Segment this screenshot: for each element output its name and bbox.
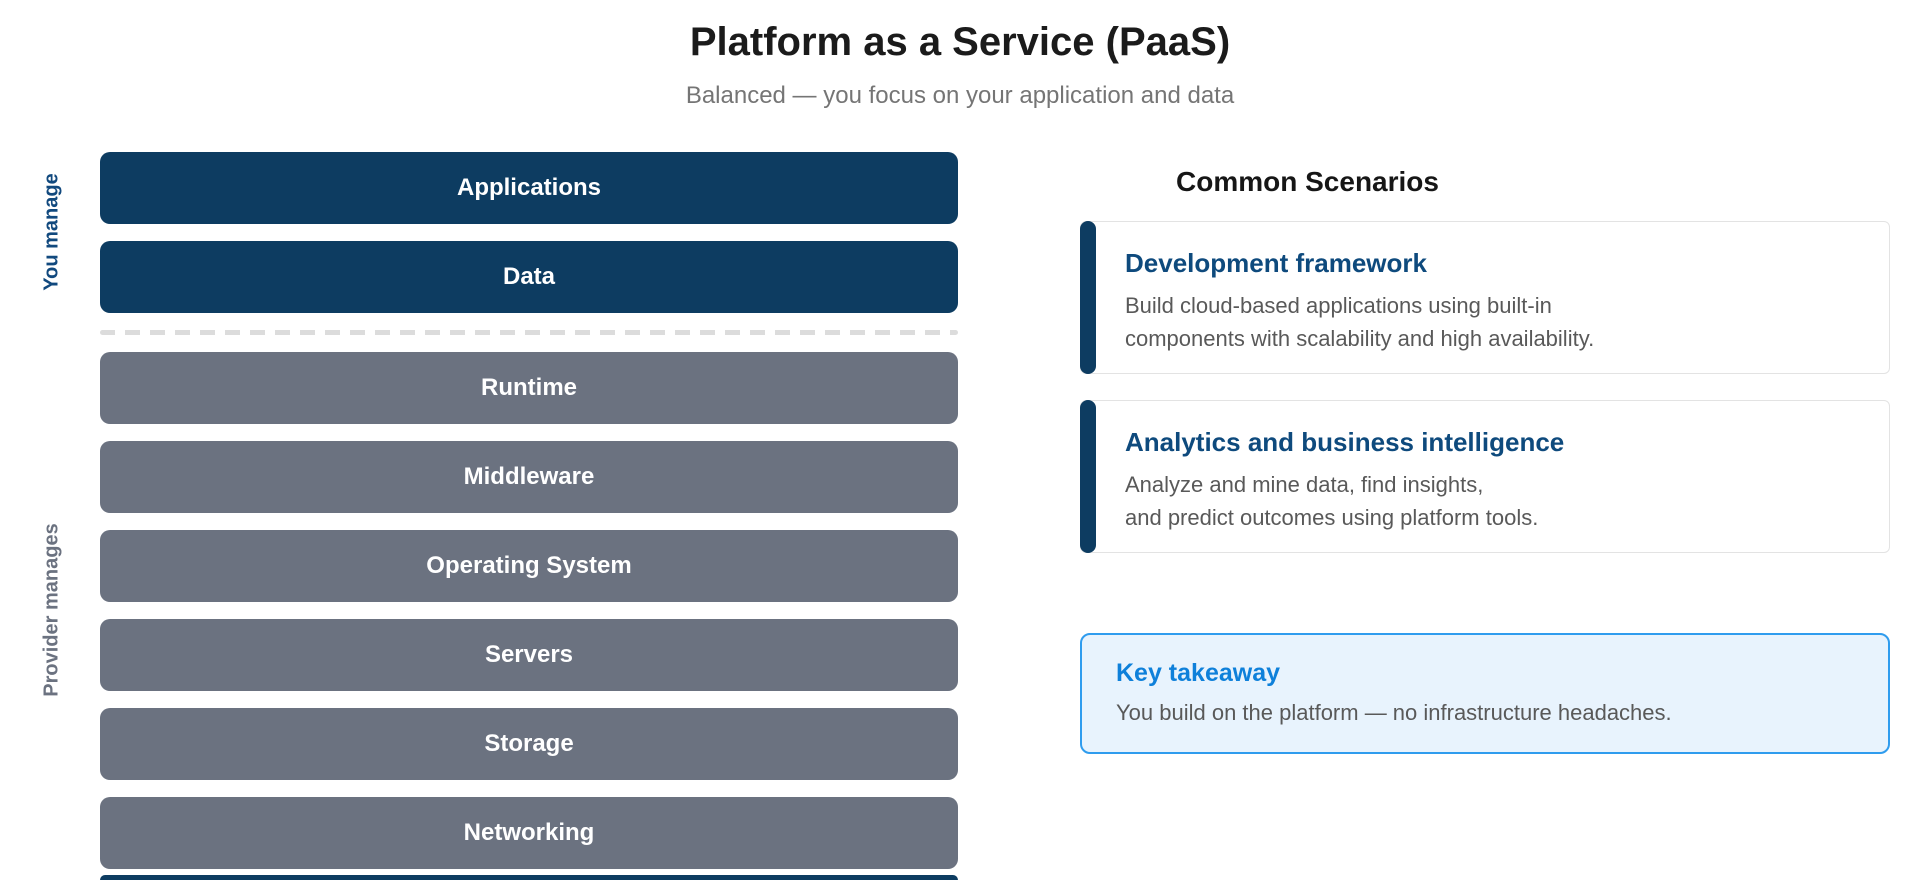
common-scenarios-heading: Common Scenarios: [1176, 166, 1439, 197]
stack-layer-storage: Storage: [100, 708, 958, 780]
scenario-card-analytics-bi: Analytics and business intelligence Anal…: [1080, 400, 1890, 553]
stack-layer-networking: Networking: [100, 797, 958, 869]
stack-layer-data: Data: [100, 241, 958, 313]
stack-layer-servers: Servers: [100, 619, 958, 691]
paas-stack: Applications Data Runtime Middleware Ope…: [100, 152, 958, 880]
key-takeaway-title: Key takeaway: [1116, 659, 1281, 687]
stack-layer-runtime: Runtime: [100, 352, 958, 424]
scenario-description-line: Analyze and mine data, find insights,: [1125, 472, 1484, 497]
you-manage-label: You manage: [40, 173, 63, 291]
manage-boundary-divider: [100, 330, 958, 335]
page-subtitle: Balanced — you focus on your application…: [685, 82, 1235, 109]
stack-layer-operating-system: Operating System: [100, 530, 958, 602]
stack-layer-applications: Applications: [100, 152, 958, 224]
key-takeaway-body: You build on the platform — no infrastru…: [1116, 700, 1672, 725]
page-title: Platform as a Service (PaaS): [689, 20, 1231, 64]
key-takeaway-box: Key takeaway You build on the platform —…: [1080, 633, 1890, 754]
scenario-description-line: components with scalability and high ava…: [1125, 326, 1595, 351]
scenario-card-development-framework: Development framework Build cloud-based …: [1080, 221, 1890, 374]
cropped-next-section-peek: [100, 875, 958, 880]
scenario-accent-bar: [1080, 221, 1096, 374]
scenario-description-line: and predict outcomes using platform tool…: [1125, 505, 1539, 530]
scenario-title: Development framework: [1125, 248, 1427, 278]
scenario-accent-bar: [1080, 400, 1096, 553]
scenario-description-line: Build cloud-based applications using bui…: [1125, 293, 1552, 318]
stack-layer-middleware: Middleware: [100, 441, 958, 513]
provider-manages-label: Provider manages: [40, 523, 63, 697]
scenario-title: Analytics and business intelligence: [1125, 427, 1565, 457]
